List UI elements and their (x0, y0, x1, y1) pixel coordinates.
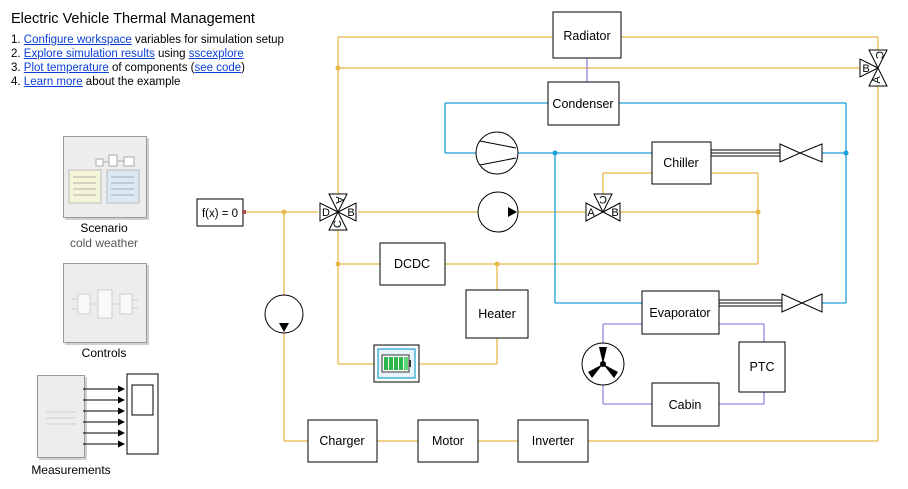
step-4: 4. Learn more about the example (11, 75, 284, 89)
svg-text:f(x) = 0: f(x) = 0 (202, 208, 238, 220)
measurements-thumbnail-icon (46, 411, 76, 425)
mid-valve-port-labels: C A B (587, 193, 618, 219)
refrigerant-lines (444, 102, 847, 304)
step-number: 1. (11, 34, 21, 46)
svg-text:A: A (333, 196, 345, 204)
left-valve-port-labels: D A B C (322, 196, 355, 228)
measurements-subsystem[interactable] (37, 375, 85, 458)
controls-subsystem[interactable] (63, 263, 147, 343)
step-text: using (154, 48, 189, 60)
pump-icon[interactable] (264, 294, 304, 334)
svg-text:Heater: Heater (478, 307, 516, 321)
chiller-block[interactable]: Chiller (651, 141, 712, 185)
cabin-block[interactable]: Cabin (651, 382, 720, 427)
svg-text:B: B (611, 207, 618, 219)
measurement-signal-arrows (83, 385, 125, 448)
scenario-subsystem[interactable] (63, 136, 147, 218)
expansion-valve-icon (781, 293, 823, 313)
ptc-block[interactable]: PTC (738, 341, 786, 393)
explore-results-link[interactable]: Explore simulation results (23, 48, 155, 60)
battery-icon[interactable] (373, 344, 420, 383)
condenser-block[interactable]: Condenser (547, 81, 620, 126)
coolant-junctions (281, 65, 761, 267)
three-way-valve-icon[interactable] (859, 49, 888, 87)
page-title: Electric Vehicle Thermal Management (11, 11, 255, 27)
thermal-connections (711, 149, 782, 307)
scope-icon (126, 373, 159, 455)
svg-text:B: B (347, 207, 354, 219)
instruction-list: 1. Configure workspace variables for sim… (11, 33, 284, 89)
step-number: 4. (11, 76, 21, 88)
expansion-valve-icon (779, 143, 823, 163)
step-text: about the example (82, 76, 181, 88)
svg-text:Evaporator: Evaporator (649, 306, 710, 320)
fan-icon[interactable] (581, 342, 625, 386)
svg-text:PTC: PTC (750, 360, 775, 374)
step-3: 3. Plot temperature of components (see c… (11, 61, 284, 75)
svg-text:D: D (322, 207, 330, 219)
sscexplore-link[interactable]: sscexplore (188, 48, 244, 60)
four-way-valve-icon[interactable] (319, 193, 357, 231)
heater-block[interactable]: Heater (465, 289, 529, 339)
motor-block[interactable]: Motor (417, 419, 479, 463)
step-2: 2. Explore simulation results using ssce… (11, 47, 284, 61)
measurements-label: Measurements (31, 463, 111, 477)
pump-icon[interactable] (477, 191, 519, 233)
svg-text:Chiller: Chiller (663, 156, 698, 170)
right-valve-port-labels: C B A (862, 51, 885, 84)
step-1: 1. Configure workspace variables for sim… (11, 33, 284, 47)
three-way-valve-icon[interactable] (585, 193, 621, 222)
configure-workspace-link[interactable]: Configure workspace (23, 34, 132, 46)
svg-text:A: A (871, 76, 883, 84)
svg-text:B: B (862, 63, 869, 75)
refrigerant-junctions (552, 150, 849, 156)
dcdc-block[interactable]: DCDC (379, 242, 446, 286)
scenario-subtitle: cold weather (69, 236, 139, 250)
controls-thumbnail-icon (72, 289, 138, 319)
step-text: ) (241, 62, 245, 74)
scenario-thumbnail-icon (68, 154, 140, 204)
learn-more-link[interactable]: Learn more (23, 76, 83, 88)
evaporator-block[interactable]: Evaporator (641, 290, 720, 335)
compressor-icon[interactable] (475, 131, 519, 175)
svg-text:C: C (599, 193, 607, 205)
scenario-label: Scenario (80, 221, 128, 235)
svg-text:Condenser: Condenser (552, 97, 613, 111)
svg-text:Inverter: Inverter (532, 434, 574, 448)
solver-block[interactable]: f(x) = 0 (196, 198, 246, 227)
step-number: 3. (11, 62, 21, 74)
svg-text:Charger: Charger (319, 434, 364, 448)
coolant-lines (246, 36, 879, 442)
svg-text:A: A (587, 207, 595, 219)
svg-text:DCDC: DCDC (394, 257, 430, 271)
radiator-block[interactable]: Radiator (552, 11, 622, 59)
step-number: 2. (11, 48, 21, 60)
svg-text:C: C (332, 220, 344, 228)
svg-text:C: C (873, 51, 885, 59)
svg-text:Cabin: Cabin (669, 398, 702, 412)
charger-block[interactable]: Charger (307, 419, 378, 463)
svg-text:Radiator: Radiator (563, 29, 610, 43)
controls-label: Controls (81, 346, 127, 360)
plot-temperature-link[interactable]: Plot temperature (23, 62, 109, 74)
svg-text:Motor: Motor (432, 434, 464, 448)
air-lines (586, 58, 765, 405)
step-text: of components ( (108, 62, 195, 74)
step-text: variables for simulation setup (131, 34, 284, 46)
inverter-block[interactable]: Inverter (517, 419, 589, 463)
see-code-link[interactable]: see code (194, 62, 242, 74)
